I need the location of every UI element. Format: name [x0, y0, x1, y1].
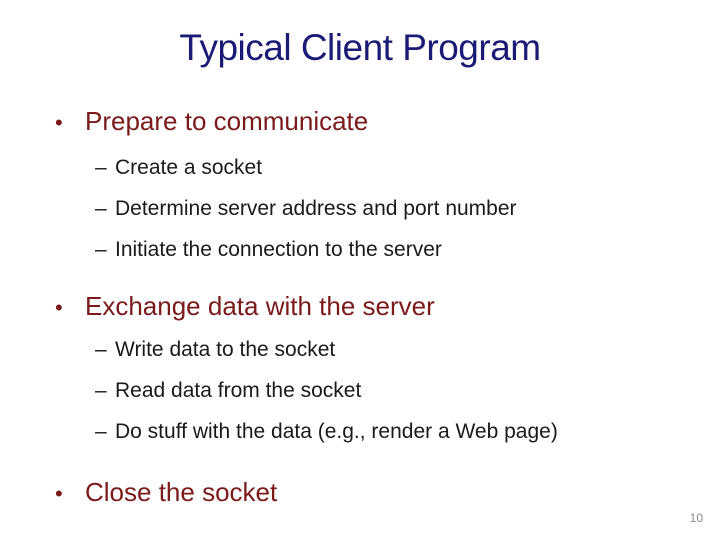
slide-title: Typical Client Program — [179, 27, 541, 68]
sub-bullet-item: – Create a socket — [95, 156, 262, 180]
dash-icon: – — [95, 238, 107, 261]
sub-bullet-text: Write data to the socket — [115, 338, 336, 361]
bullet-heading: Prepare to communicate — [85, 106, 369, 136]
sub-bullet-text: Read data from the socket — [115, 379, 362, 402]
bullet-heading: Close the socket — [85, 477, 278, 507]
sub-bullet-text: Do stuff with the data (e.g., render a W… — [115, 420, 558, 443]
bullet-icon: • — [55, 295, 63, 320]
sub-bullet-item: – Do stuff with the data (e.g., render a… — [95, 420, 558, 444]
dash-icon: – — [95, 338, 107, 361]
dash-icon: – — [95, 379, 107, 402]
bullet-item: • Exchange data with the server — [55, 291, 435, 322]
sub-bullet-text: Create a socket — [115, 156, 263, 179]
sub-bullet-text: Determine server address and port number — [115, 197, 517, 220]
dash-icon: – — [95, 197, 107, 220]
page-number: 10 — [689, 511, 703, 525]
sub-bullet-item: – Determine server address and port numb… — [95, 197, 517, 221]
bullet-icon: • — [55, 481, 63, 506]
bullet-heading: Exchange data with the server — [85, 291, 435, 321]
sub-bullet-item: – Read data from the socket — [95, 379, 361, 403]
dash-icon: – — [95, 420, 107, 443]
sub-bullet-item: – Initiate the connection to the server — [95, 238, 442, 262]
sub-bullet-text: Initiate the connection to the server — [115, 238, 442, 261]
bullet-item: • Close the socket — [55, 477, 277, 508]
dash-icon: – — [95, 156, 107, 179]
bullet-icon: • — [55, 110, 63, 135]
bullet-item: • Prepare to communicate — [55, 106, 368, 137]
sub-bullet-item: – Write data to the socket — [95, 338, 335, 362]
